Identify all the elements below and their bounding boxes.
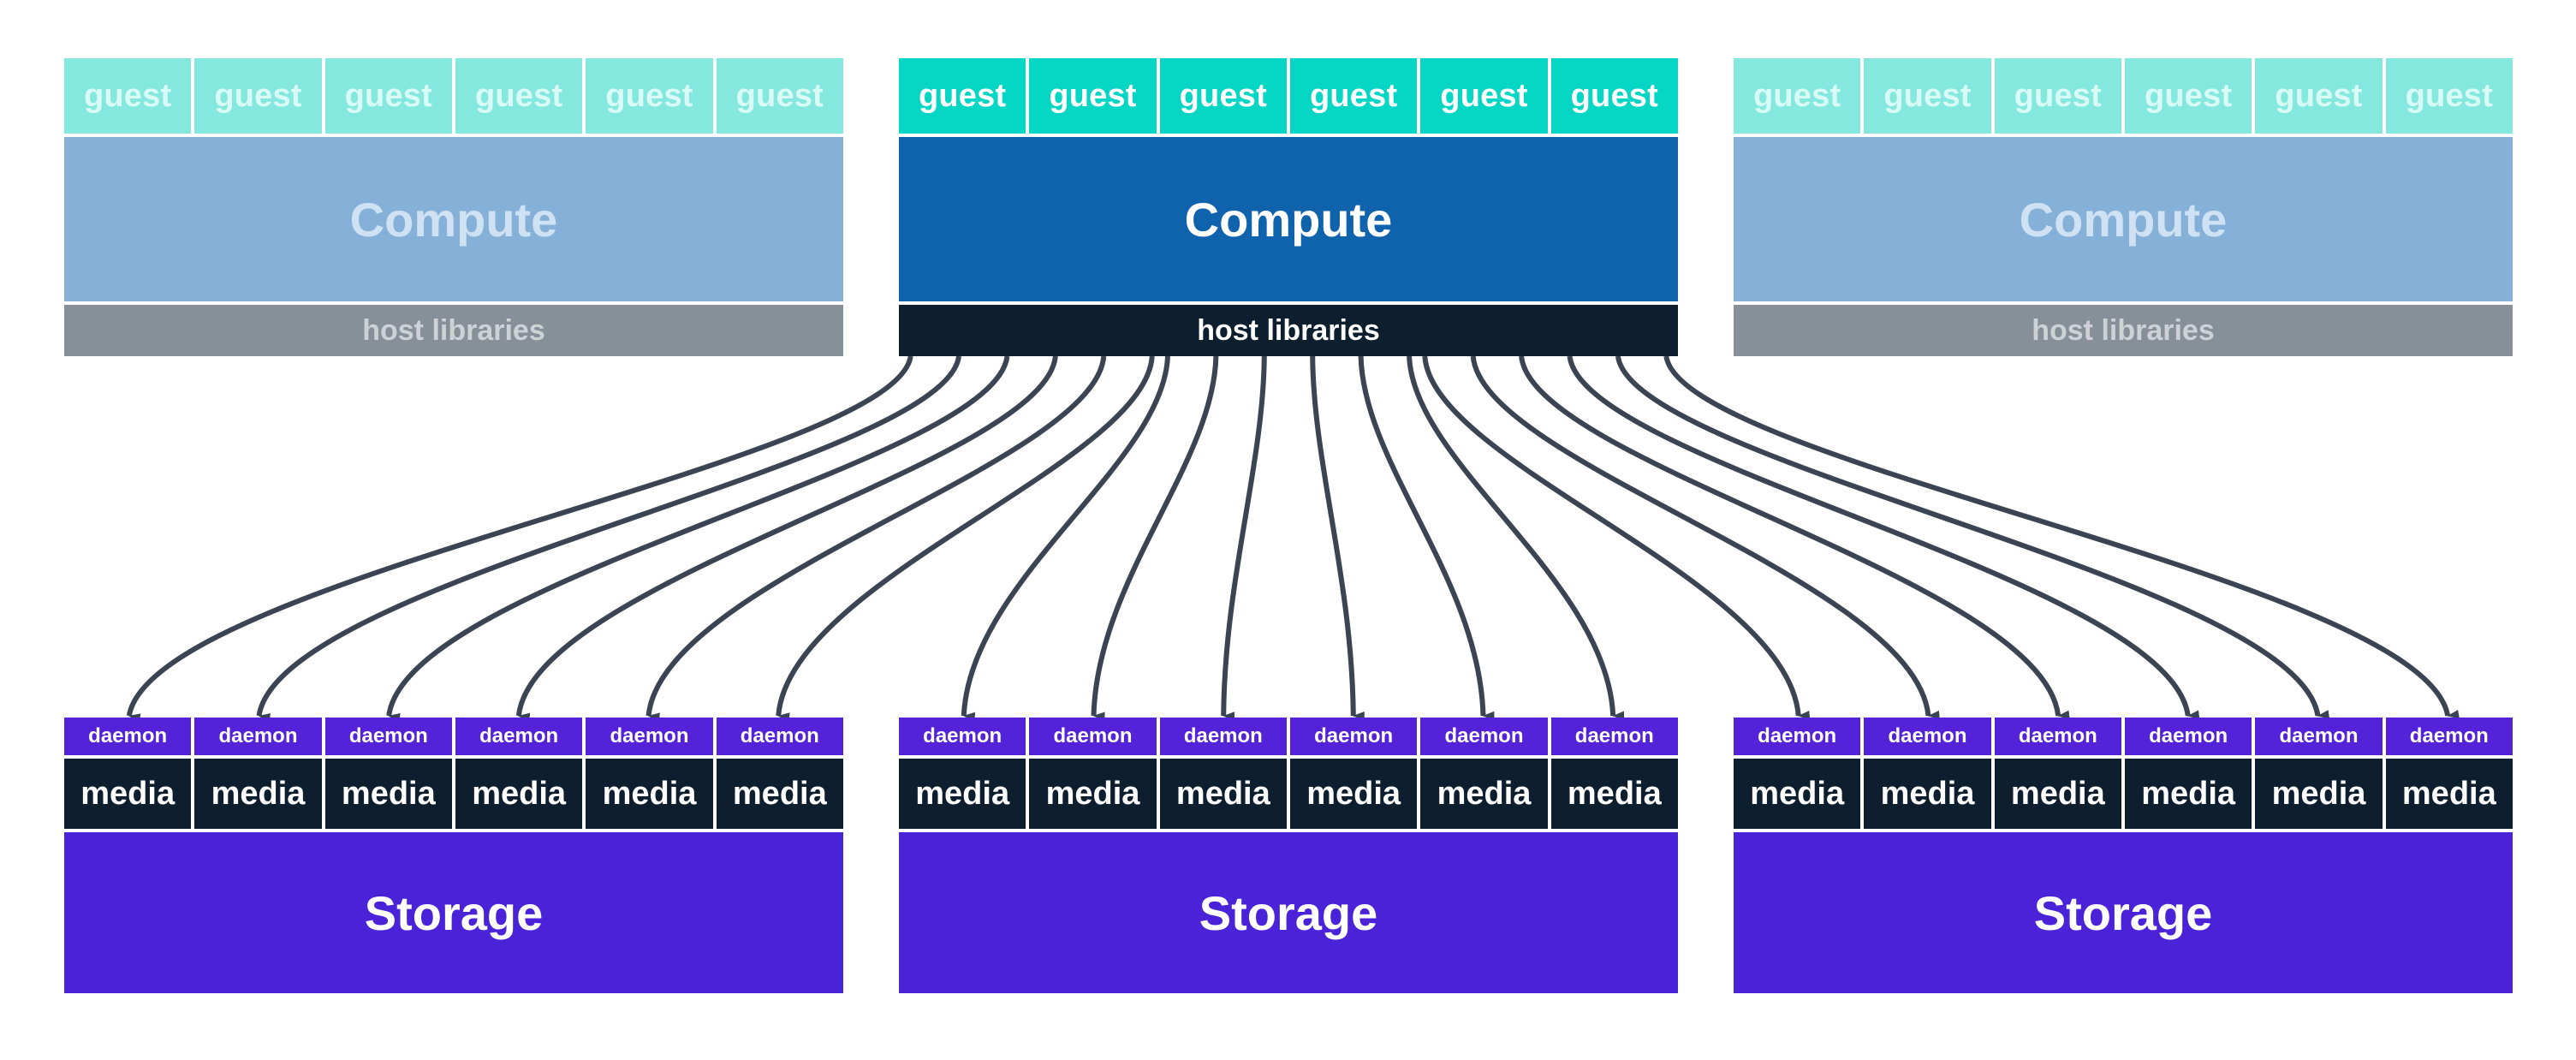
- host-libraries-block[interactable]: host libraries: [64, 305, 843, 356]
- guest-cell[interactable]: guest: [1289, 58, 1421, 134]
- media-cell[interactable]: media: [1550, 759, 1678, 829]
- connection-arrow: [1407, 355, 1625, 720]
- guest-cell[interactable]: guest: [2385, 58, 2513, 134]
- compute-group-right: guest guest guest guest guest guest Comp…: [1734, 58, 2513, 356]
- media-row: media media media media media media: [64, 759, 843, 829]
- daemon-cell[interactable]: daemon: [1550, 718, 1678, 755]
- media-cell[interactable]: media: [1420, 759, 1551, 829]
- storage-block[interactable]: Storage: [899, 832, 1678, 993]
- connection-arrow: [1470, 355, 1940, 720]
- media-cell[interactable]: media: [1994, 759, 2125, 829]
- guest-cell[interactable]: guest: [1734, 58, 1865, 134]
- connection-arrow: [1663, 355, 2460, 719]
- media-row: media media media media media media: [1734, 759, 2513, 829]
- connection-arrow: [256, 355, 962, 723]
- storage-block[interactable]: Storage: [1734, 832, 2513, 993]
- media-cell[interactable]: media: [899, 759, 1030, 829]
- storage-group-center: daemon daemon daemon daemon daemon daemo…: [899, 718, 1678, 993]
- daemon-cell[interactable]: daemon: [64, 718, 195, 755]
- media-cell[interactable]: media: [2385, 759, 2513, 829]
- media-cell[interactable]: media: [1159, 759, 1290, 829]
- media-cell[interactable]: media: [1864, 759, 1995, 829]
- daemon-row: daemon daemon daemon daemon daemon daemo…: [64, 718, 843, 755]
- connection-arrow: [126, 355, 913, 723]
- connection-arrow: [1422, 355, 1811, 720]
- guest-cell[interactable]: guest: [1994, 58, 2125, 134]
- guest-cell[interactable]: guest: [64, 58, 195, 134]
- media-cell[interactable]: media: [2124, 759, 2256, 829]
- connection-arrow: [1567, 355, 2200, 719]
- guest-cell[interactable]: guest: [1029, 58, 1160, 134]
- daemon-cell[interactable]: daemon: [1994, 718, 2125, 755]
- guest-cell[interactable]: guest: [716, 58, 843, 134]
- media-cell[interactable]: media: [64, 759, 195, 829]
- guest-cell[interactable]: guest: [586, 58, 717, 134]
- connection-arrow: [1310, 355, 1365, 721]
- daemon-cell[interactable]: daemon: [324, 718, 455, 755]
- guest-row: guest guest guest guest guest guest: [899, 58, 1678, 134]
- media-cell[interactable]: media: [194, 759, 325, 829]
- connection-arrow: [645, 355, 1107, 722]
- storage-block[interactable]: Storage: [64, 832, 843, 993]
- guest-cell[interactable]: guest: [2255, 58, 2386, 134]
- connection-arrow: [1091, 355, 1219, 721]
- daemon-row: daemon daemon daemon daemon daemon daemo…: [899, 718, 1678, 755]
- guest-row: guest guest guest guest guest guest: [1734, 58, 2513, 134]
- daemon-cell[interactable]: daemon: [586, 718, 717, 755]
- daemon-cell[interactable]: daemon: [1420, 718, 1551, 755]
- host-libraries-block[interactable]: host libraries: [899, 305, 1678, 356]
- guest-cell[interactable]: guest: [455, 58, 586, 134]
- guest-cell[interactable]: guest: [899, 58, 1030, 134]
- media-row: media media media media media media: [899, 759, 1678, 829]
- daemon-cell[interactable]: daemon: [899, 718, 1030, 755]
- compute-block[interactable]: Compute: [899, 137, 1678, 301]
- storage-group-right: daemon daemon daemon daemon daemon daemo…: [1734, 718, 2513, 993]
- compute-block[interactable]: Compute: [64, 137, 843, 301]
- connection-arrow: [1221, 355, 1267, 721]
- connection-arrow: [1615, 355, 2330, 719]
- media-cell[interactable]: media: [716, 759, 843, 829]
- daemon-cell[interactable]: daemon: [2255, 718, 2386, 755]
- media-cell[interactable]: media: [1734, 759, 1865, 829]
- connection-arrow: [961, 355, 1170, 722]
- connection-arrow: [1358, 355, 1495, 721]
- connection-arrow: [1519, 355, 2070, 719]
- daemon-cell[interactable]: daemon: [1029, 718, 1160, 755]
- media-cell[interactable]: media: [324, 759, 455, 829]
- connection-arrow: [515, 355, 1058, 723]
- media-cell[interactable]: media: [586, 759, 717, 829]
- guest-row: guest guest guest guest guest guest: [64, 58, 843, 134]
- compute-group-center: guest guest guest guest guest guest Comp…: [899, 58, 1678, 356]
- media-cell[interactable]: media: [1029, 759, 1160, 829]
- storage-group-left: daemon daemon daemon daemon daemon daemo…: [64, 718, 843, 993]
- connection-arrow: [386, 355, 1010, 723]
- media-cell[interactable]: media: [1289, 759, 1421, 829]
- daemon-cell[interactable]: daemon: [716, 718, 843, 755]
- daemon-row: daemon daemon daemon daemon daemon daemo…: [1734, 718, 2513, 755]
- host-libraries-block[interactable]: host libraries: [1734, 305, 2513, 356]
- guest-cell[interactable]: guest: [1420, 58, 1551, 134]
- guest-cell[interactable]: guest: [1864, 58, 1995, 134]
- guest-cell[interactable]: guest: [324, 58, 455, 134]
- connection-arrow: [776, 355, 1155, 722]
- compute-block[interactable]: Compute: [1734, 137, 2513, 301]
- daemon-cell[interactable]: daemon: [1159, 718, 1290, 755]
- daemon-cell[interactable]: daemon: [194, 718, 325, 755]
- arrow-path-group: [126, 355, 2460, 723]
- daemon-cell[interactable]: daemon: [1289, 718, 1421, 755]
- daemon-cell[interactable]: daemon: [1864, 718, 1995, 755]
- guest-cell[interactable]: guest: [1159, 58, 1290, 134]
- daemon-cell[interactable]: daemon: [2385, 718, 2513, 755]
- guest-cell[interactable]: guest: [194, 58, 325, 134]
- media-cell[interactable]: media: [2255, 759, 2386, 829]
- guest-cell[interactable]: guest: [2124, 58, 2256, 134]
- daemon-cell[interactable]: daemon: [1734, 718, 1865, 755]
- media-cell[interactable]: media: [455, 759, 586, 829]
- daemon-cell[interactable]: daemon: [2124, 718, 2256, 755]
- guest-cell[interactable]: guest: [1550, 58, 1678, 134]
- compute-group-left: guest guest guest guest guest guest Comp…: [64, 58, 843, 356]
- daemon-cell[interactable]: daemon: [455, 718, 586, 755]
